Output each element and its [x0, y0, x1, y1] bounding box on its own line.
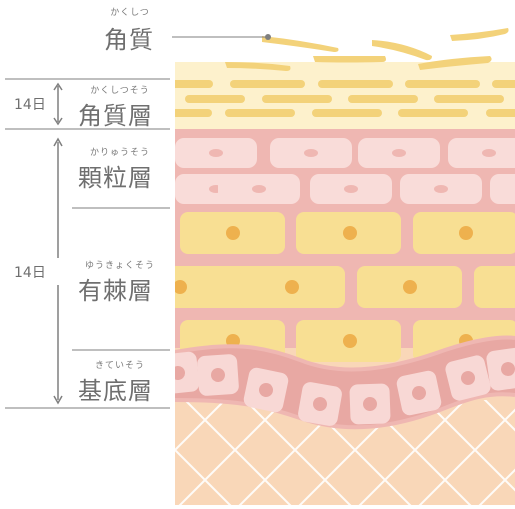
- corneum-flake: [185, 95, 245, 103]
- keratin-flake: [262, 36, 339, 52]
- basal-cell-nucleus: [501, 362, 515, 376]
- spinous-cell: [474, 266, 515, 308]
- spinous-nucleus: [226, 226, 240, 240]
- stratum-basale-label: 基底層: [78, 377, 153, 405]
- basal-cell: [175, 351, 200, 395]
- corneum-flake: [230, 80, 305, 88]
- basal-cell: [445, 355, 491, 401]
- renewal-arrow: [53, 137, 63, 405]
- basal-cells: [175, 347, 515, 426]
- basal-cell: [349, 383, 391, 425]
- basal-cell: [486, 347, 515, 391]
- corneum-flake: [434, 95, 504, 103]
- basal-cell-nucleus: [461, 371, 475, 385]
- basal-band-stroke-bottom: [175, 392, 515, 430]
- keratin-label: 角質: [104, 26, 154, 54]
- corneum-flake: [312, 109, 382, 117]
- granular-nucleus: [482, 149, 496, 157]
- granular-nucleus: [209, 149, 223, 157]
- basal-cell: [243, 367, 289, 413]
- keratin-ruby: かくしつ: [110, 8, 150, 18]
- stratum-corneum-ruby: かくしつそう: [90, 86, 150, 96]
- corneum-flake: [348, 95, 418, 103]
- stratum-corneum-label: 角質層: [78, 102, 153, 130]
- corneum-days: 14日: [14, 97, 46, 113]
- basal-cell-nucleus: [313, 397, 327, 411]
- corneum-arrow: [53, 82, 63, 126]
- corneum-flake: [318, 80, 393, 88]
- corneum-flake: [492, 80, 515, 88]
- corneum-flake: [175, 80, 213, 88]
- keratin-flake: [450, 28, 509, 41]
- keratin-flake: [225, 62, 291, 71]
- stratum-basale-ruby: きていそう: [94, 361, 145, 371]
- basal-cell: [298, 382, 342, 426]
- spinous-nucleus: [343, 226, 357, 240]
- granular-nucleus: [252, 185, 266, 193]
- skin-layers: [175, 62, 515, 505]
- keratin-flakes: [225, 28, 509, 71]
- granular-nucleus: [434, 185, 448, 193]
- stratum-granulosum-ruby: かりゅうそう: [89, 148, 150, 158]
- corneum-flake: [225, 109, 295, 117]
- basal-cell: [396, 370, 442, 416]
- spinous-nucleus: [343, 334, 357, 348]
- corneum-flake: [262, 95, 332, 103]
- basal-cell-nucleus: [175, 366, 185, 380]
- corneum-flake: [398, 109, 468, 117]
- granular-nucleus: [392, 149, 406, 157]
- granular-cells: [175, 138, 515, 204]
- stratum-spinosum-ruby: ゆうきょくそう: [84, 261, 155, 271]
- granular-cell: [448, 138, 515, 168]
- granular-nucleus: [344, 185, 358, 193]
- keratin-flake: [313, 56, 386, 63]
- basal-cell-nucleus: [363, 397, 377, 411]
- spinous-nucleus: [285, 280, 299, 294]
- stratum-granulosum-label: 顆粒層: [78, 164, 153, 192]
- keratin-leader-dot: [265, 34, 271, 40]
- stratum-spinosum-label: 有棘層: [78, 277, 153, 305]
- basal-cell: [197, 354, 239, 396]
- basal-cell-nucleus: [412, 386, 426, 400]
- spinous-cells: [175, 212, 515, 362]
- renewal-days: 14日: [14, 265, 46, 281]
- basal-band-stroke: [175, 335, 515, 372]
- keratin-flake: [418, 56, 492, 70]
- corneum-flake: [405, 80, 480, 88]
- spinous-nucleus: [459, 226, 473, 240]
- keratin-flake: [372, 40, 432, 61]
- granular-cell: [490, 174, 515, 204]
- corneum-flake: [175, 109, 212, 117]
- corneum-flakes: [175, 80, 515, 117]
- basal-cell-nucleus: [259, 383, 273, 397]
- spinous-nucleus: [403, 280, 417, 294]
- corneum-flake: [486, 109, 515, 117]
- basal-cell-nucleus: [211, 368, 225, 382]
- spinous-nucleus: [175, 280, 187, 294]
- granular-nucleus: [304, 149, 318, 157]
